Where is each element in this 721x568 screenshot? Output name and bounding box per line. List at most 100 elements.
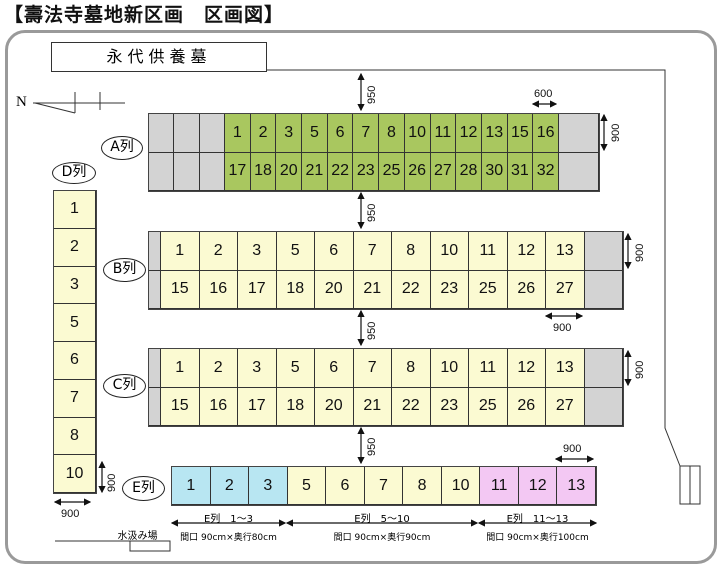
plot-25[interactable]: 25 (379, 152, 405, 191)
plot-2[interactable]: 2 (199, 232, 238, 271)
plot-13[interactable]: 13 (481, 114, 508, 153)
plot-16[interactable]: 16 (533, 114, 559, 153)
plot-11[interactable]: 11 (469, 232, 508, 271)
row-d-label: D列 (52, 162, 96, 184)
plot-12[interactable]: 12 (518, 467, 558, 505)
plot-15[interactable]: 15 (507, 114, 534, 153)
plot-8[interactable]: 8 (54, 417, 96, 456)
plot-2[interactable]: 2 (54, 228, 96, 267)
plot-10[interactable]: 10 (54, 455, 96, 493)
plot-15[interactable]: 15 (161, 270, 200, 309)
row-b-label: B列 (103, 258, 146, 282)
plot-20[interactable]: 20 (315, 387, 354, 426)
plot-12[interactable]: 12 (507, 232, 546, 271)
plot-13[interactable]: 13 (546, 232, 585, 271)
plot-21[interactable]: 21 (353, 387, 392, 426)
plot-7[interactable]: 7 (353, 232, 392, 271)
plot-17[interactable]: 17 (238, 387, 277, 426)
plot-5[interactable]: 5 (276, 232, 315, 271)
plot-1[interactable]: 1 (54, 191, 96, 229)
plot-3[interactable]: 3 (54, 266, 96, 305)
plot-1[interactable]: 1 (172, 467, 211, 505)
plot-8[interactable]: 8 (392, 349, 431, 388)
plot-3[interactable]: 3 (238, 349, 277, 388)
plot-21[interactable]: 21 (302, 152, 328, 191)
plot-1[interactable]: 1 (161, 349, 200, 388)
plot-18[interactable]: 18 (276, 270, 315, 309)
plot-23[interactable]: 23 (353, 152, 380, 191)
plot-6[interactable]: 6 (326, 467, 365, 505)
plot-11[interactable]: 11 (469, 349, 508, 388)
plot-22[interactable]: 22 (327, 152, 354, 191)
plot-17[interactable]: 17 (238, 270, 277, 309)
plot-32[interactable]: 32 (533, 152, 559, 191)
plot-11[interactable]: 11 (480, 467, 519, 505)
plot-26[interactable]: 26 (507, 387, 546, 426)
plot-6[interactable]: 6 (327, 114, 354, 153)
plot-5[interactable]: 5 (302, 114, 328, 153)
plot-22[interactable]: 22 (392, 387, 431, 426)
plot-26[interactable]: 26 (404, 152, 431, 191)
plot-31[interactable]: 31 (507, 152, 534, 191)
unavailable-plot (149, 152, 174, 191)
plot-18[interactable]: 18 (276, 387, 315, 426)
plot-7[interactable]: 7 (353, 349, 392, 388)
plot-30[interactable]: 30 (481, 152, 508, 191)
plot-3[interactable]: 3 (276, 114, 303, 153)
plot-11[interactable]: 11 (430, 114, 457, 153)
plot-27[interactable]: 27 (546, 387, 585, 426)
plot-5[interactable]: 5 (287, 467, 327, 505)
plot-18[interactable]: 18 (250, 152, 277, 191)
plot-1[interactable]: 1 (161, 232, 200, 271)
plot-8[interactable]: 8 (403, 467, 442, 505)
plot-28[interactable]: 28 (456, 152, 482, 191)
plot-25[interactable]: 25 (469, 387, 508, 426)
plot-27[interactable]: 27 (546, 270, 585, 309)
plot-2[interactable]: 2 (250, 114, 277, 153)
plot-23[interactable]: 23 (430, 270, 469, 309)
plot-12[interactable]: 12 (507, 349, 546, 388)
plot-23[interactable]: 23 (430, 387, 469, 426)
unavailable-plot (584, 349, 623, 388)
plot-27[interactable]: 27 (430, 152, 457, 191)
plot-10[interactable]: 10 (441, 467, 481, 505)
e-group-name: E列 1～3 (203, 514, 254, 525)
plot-7[interactable]: 7 (364, 467, 404, 505)
plot-16[interactable]: 16 (199, 387, 238, 426)
plot-10[interactable]: 10 (404, 114, 431, 153)
plot-8[interactable]: 8 (379, 114, 405, 153)
plot-5[interactable]: 5 (276, 349, 315, 388)
plot-2[interactable]: 2 (210, 467, 250, 505)
plot-3[interactable]: 3 (238, 232, 277, 271)
plot-8[interactable]: 8 (392, 232, 431, 271)
row-a-label: A列 (101, 136, 143, 160)
plot-12[interactable]: 12 (456, 114, 482, 153)
plot-7[interactable]: 7 (54, 379, 96, 418)
plot-10[interactable]: 10 (430, 349, 469, 388)
plot-20[interactable]: 20 (315, 270, 354, 309)
plot-10[interactable]: 10 (430, 232, 469, 271)
plot-3[interactable]: 3 (249, 467, 288, 505)
plot-26[interactable]: 26 (507, 270, 546, 309)
plot-16[interactable]: 16 (199, 270, 238, 309)
unavailable-plot (149, 387, 161, 426)
plot-2[interactable]: 2 (199, 349, 238, 388)
unavailable-plot (584, 232, 623, 271)
plot-13[interactable]: 13 (557, 467, 597, 505)
plot-5[interactable]: 5 (54, 304, 96, 342)
dim-950: 950 (366, 203, 378, 222)
plot-13[interactable]: 13 (546, 349, 585, 388)
plot-21[interactable]: 21 (353, 270, 392, 309)
plot-6[interactable]: 6 (315, 349, 354, 388)
row-e-label: E列 (122, 476, 165, 501)
plot-7[interactable]: 7 (353, 114, 380, 153)
plot-6[interactable]: 6 (54, 342, 96, 380)
plot-20[interactable]: 20 (276, 152, 303, 191)
plot-15[interactable]: 15 (161, 387, 200, 426)
plot-25[interactable]: 25 (469, 270, 508, 309)
plot-6[interactable]: 6 (315, 232, 354, 271)
plot-22[interactable]: 22 (392, 270, 431, 309)
plot-17[interactable]: 17 (225, 152, 251, 191)
plot-1[interactable]: 1 (225, 114, 251, 153)
